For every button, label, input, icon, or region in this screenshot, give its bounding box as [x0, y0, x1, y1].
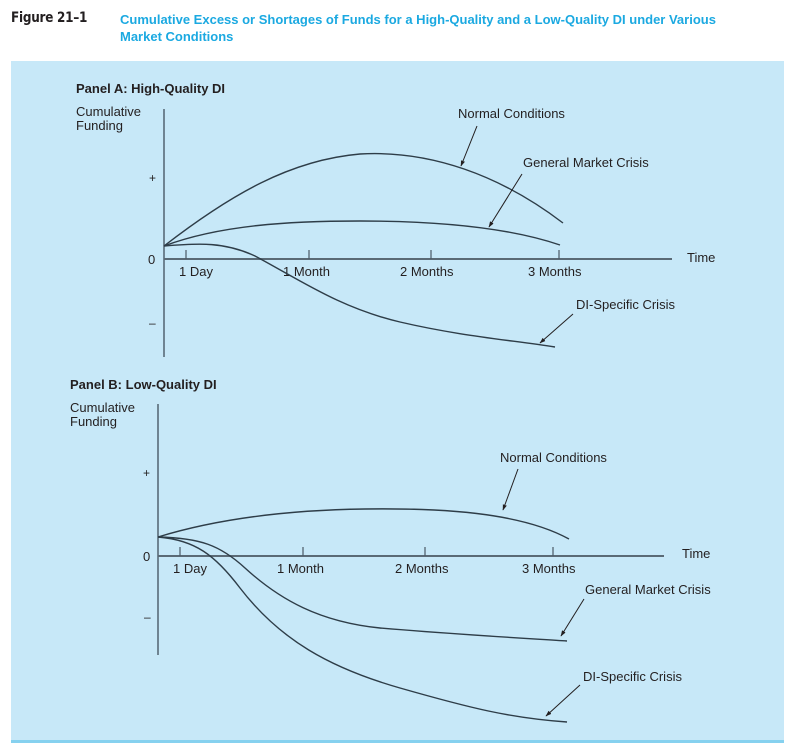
panel-b-ytick-zero: 0	[143, 549, 150, 564]
panel-a-label-general: General Market Crisis	[523, 155, 649, 170]
panel-a-xtick-2months: 2 Months	[400, 264, 454, 279]
panel-b-xtick-2months: 2 Months	[395, 561, 449, 576]
panel-a-label-normal: Normal Conditions	[458, 106, 565, 121]
panel-a-general-crisis-curve	[163, 220, 561, 247]
panel-a-arrow-normal-icon	[460, 125, 478, 167]
figure-panel-background	[11, 61, 784, 740]
figure-title: Cumulative Excess or Shortages of Funds …	[120, 12, 716, 44]
panel-a-ylabel-line1: Cumulative	[76, 104, 141, 119]
panel-a-ylabel-line2: Funding	[76, 118, 123, 133]
panel-a-ytick-zero: 0	[148, 252, 155, 267]
panel-b-label-general: General Market Crisis	[585, 582, 711, 597]
panel-a-ytick-plus: +	[149, 171, 156, 185]
panel-b-normal-curve	[157, 508, 570, 540]
panel-b-ylabel-line1: Cumulative	[70, 400, 135, 415]
panel-b-arrow-normal-icon	[502, 468, 519, 511]
panel-a-ytick-minus: –	[149, 316, 156, 330]
panel-a-xlabel: Time	[687, 250, 715, 265]
panel-a-normal-curve	[163, 152, 564, 247]
panel-a-title: Panel A: High-Quality DI	[76, 81, 225, 96]
panel-b-xtick-1day: 1 Day	[173, 561, 207, 576]
panel-a-xtick-1month: 1 Month	[283, 264, 330, 279]
panel-b-ytick-plus: +	[143, 466, 150, 480]
panel-a-label-di-specific: DI-Specific Crisis	[576, 297, 675, 312]
figure-number: Figure 21–1	[11, 10, 88, 26]
panel-b-xlabel: Time	[682, 546, 710, 561]
panel-b-general-crisis-curve	[157, 536, 568, 642]
panel-b-label-normal: Normal Conditions	[500, 450, 607, 465]
panel-a-arrow-di-specific-icon	[539, 313, 574, 344]
panel-b-di-specific-curve	[157, 536, 568, 723]
panel-b-ylabel-line2: Funding	[70, 414, 117, 429]
panel-a-arrow-general-icon	[488, 173, 523, 228]
panel-b-xtick-1month: 1 Month	[277, 561, 324, 576]
panel-a: Panel A: High-Quality DI Cumulative Fund…	[76, 81, 715, 357]
panel-b-arrow-general-icon	[560, 598, 585, 637]
panel-b-label-di-specific: DI-Specific Crisis	[583, 669, 682, 684]
figure-bottom-rule	[11, 740, 784, 743]
panel-a-xtick-3months: 3 Months	[528, 264, 582, 279]
panel-b-xtick-3months: 3 Months	[522, 561, 576, 576]
panel-b: Panel B: Low-Quality DI Cumulative Fundi…	[70, 377, 711, 723]
panel-b-title: Panel B: Low-Quality DI	[70, 377, 217, 392]
panel-b-ytick-minus: –	[144, 610, 151, 624]
panel-b-arrow-di-specific-icon	[545, 684, 581, 717]
panel-a-xtick-1day: 1 Day	[179, 264, 213, 279]
panel-a-di-specific-curve	[163, 243, 556, 348]
